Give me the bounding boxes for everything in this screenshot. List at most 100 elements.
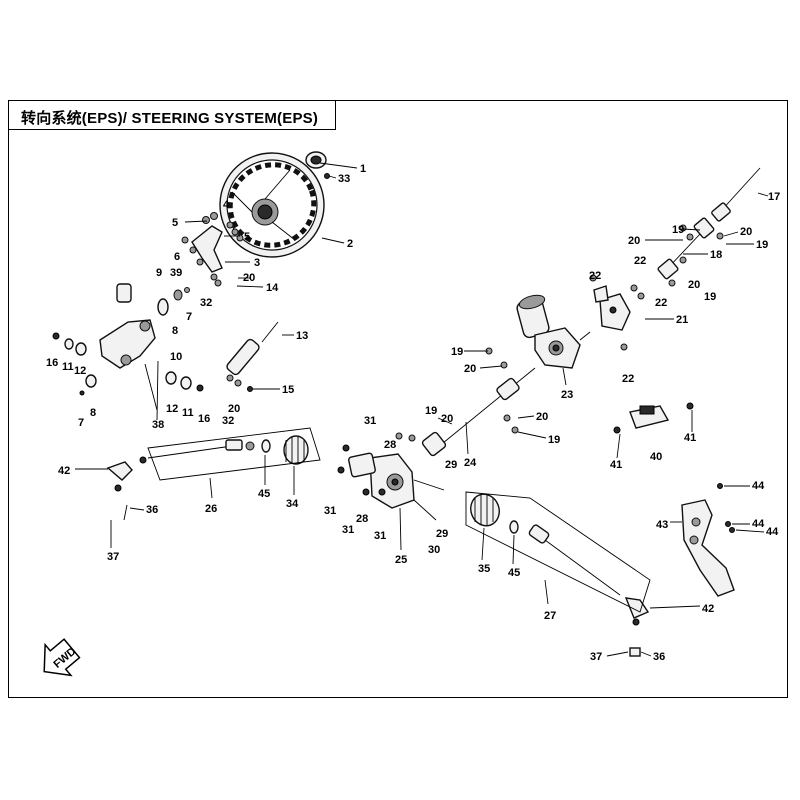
callout-31b: 31 (324, 505, 336, 517)
callout-22c: 22 (655, 297, 667, 309)
callout-13: 13 (296, 330, 308, 342)
callout-45a: 45 (258, 488, 270, 500)
callout-5a: 5 (172, 217, 178, 229)
callout-22d: 22 (622, 373, 634, 385)
callout-20b: 20 (228, 403, 240, 415)
mount-bracket (589, 274, 645, 351)
horn-cap (305, 151, 330, 179)
callout-44a: 44 (752, 480, 765, 492)
callout-36a: 36 (146, 504, 158, 516)
column-bracket (181, 212, 244, 287)
callout-20h: 20 (536, 411, 548, 423)
callout-12b: 12 (166, 403, 178, 415)
callout-24: 24 (464, 457, 477, 469)
accelerator-pedal (681, 483, 735, 597)
callout-31d: 31 (374, 530, 386, 542)
upper-shaft (657, 167, 761, 287)
callout-20c: 20 (628, 235, 640, 247)
callout-8b: 8 (90, 407, 96, 419)
callout-28b: 28 (356, 513, 368, 525)
eps-controller (613, 402, 694, 434)
callout-36b: 36 (653, 651, 665, 663)
callout-34: 34 (286, 498, 299, 510)
callout-25: 25 (395, 554, 407, 566)
callout-11a: 11 (62, 361, 74, 373)
callout-37b: 37 (590, 651, 602, 663)
callout-31a: 31 (364, 415, 376, 427)
page-title: 转向系统(EPS)/ STEERING SYSTEM(EPS) (21, 110, 319, 127)
callout-2: 2 (347, 238, 353, 250)
callout-43: 43 (656, 519, 668, 531)
callout-32a: 32 (200, 297, 212, 309)
callout-26: 26 (205, 503, 217, 515)
callout-23: 23 (561, 389, 573, 401)
callout-39: 39 (170, 267, 182, 279)
callout-19b: 19 (756, 239, 768, 251)
steering-wheel (219, 152, 325, 258)
callout-44c: 44 (766, 526, 779, 538)
callout-12a: 12 (74, 365, 86, 377)
eps-motor (516, 294, 591, 369)
callout-20e: 20 (688, 279, 700, 291)
callout-14: 14 (266, 282, 279, 294)
callout-labels: 1 33 2 4 5 5 6 3 39 20 14 9 32 7 8 13 16… (46, 163, 780, 663)
callout-8a: 8 (172, 325, 178, 337)
right-tie-rod (470, 493, 650, 657)
callout-10: 10 (170, 351, 182, 363)
callout-16b: 16 (198, 413, 210, 425)
callout-leaders (110, 228, 765, 657)
callout-41a: 41 (684, 432, 696, 444)
callout-19f: 19 (548, 434, 560, 446)
callout-19d: 19 (451, 346, 463, 358)
callout-1: 1 (360, 163, 366, 175)
callout-7b: 7 (78, 417, 84, 429)
callout-29a: 29 (445, 459, 457, 471)
callout-21: 21 (676, 314, 688, 326)
left-tie-rod (106, 435, 309, 521)
callout-15: 15 (282, 384, 294, 396)
callout-5b: 5 (244, 231, 250, 243)
callout-29b: 29 (436, 528, 448, 540)
callout-19e: 19 (425, 405, 437, 417)
callout-11b: 11 (182, 407, 194, 419)
callout-6: 6 (174, 251, 180, 263)
callout-37a: 37 (107, 551, 119, 563)
callout-42b: 42 (702, 603, 714, 615)
gas-strut (226, 321, 279, 392)
steering-gear (337, 444, 445, 521)
callout-22a: 22 (589, 270, 601, 282)
callout-27: 27 (544, 610, 556, 622)
callout-7a: 7 (186, 311, 192, 323)
callout-20f: 20 (464, 363, 476, 375)
leader-lines (75, 162, 769, 609)
callout-42a: 42 (58, 465, 70, 477)
callout-18: 18 (710, 249, 722, 261)
callout-40: 40 (650, 451, 662, 463)
callout-20g: 20 (441, 413, 453, 425)
callout-22b: 22 (634, 255, 646, 267)
callout-19c: 19 (704, 291, 716, 303)
title-box: 转向系统(EPS)/ STEERING SYSTEM(EPS) (8, 100, 336, 130)
diagram-frame (8, 100, 788, 698)
callout-9: 9 (156, 267, 162, 279)
callout-35: 35 (478, 563, 490, 575)
callout-33: 33 (338, 173, 350, 185)
callout-19a: 19 (672, 224, 684, 236)
callout-4: 4 (223, 199, 230, 211)
callout-20d: 20 (740, 226, 752, 238)
callout-31c: 31 (342, 524, 354, 536)
callout-16a: 16 (46, 357, 58, 369)
tilt-bracket (52, 283, 204, 411)
callout-17: 17 (768, 191, 780, 203)
callout-32b: 32 (222, 415, 234, 427)
callout-28a: 28 (384, 439, 396, 451)
intermediate-shaft (395, 347, 536, 457)
callout-44b: 44 (752, 518, 765, 530)
callout-38: 38 (152, 419, 164, 431)
fwd-arrow-icon: FWD (43, 638, 81, 677)
right-rod-box (465, 491, 651, 613)
callout-30: 30 (428, 544, 440, 556)
callout-45b: 45 (508, 567, 520, 579)
left-rod-box (147, 427, 321, 481)
